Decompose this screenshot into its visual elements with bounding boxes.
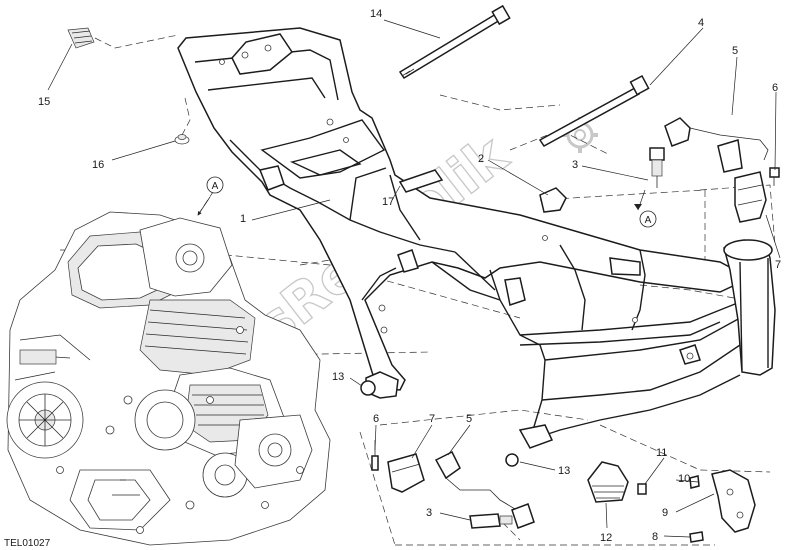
callout-numbers: 15 16 14 4 5 6 1 2 3 7 17 13 6 7 5 3 13 … — [38, 8, 781, 544]
leader-lines — [47, 19, 781, 538]
callout-14: 14 — [370, 8, 382, 20]
callout-13-left: 13 — [332, 371, 344, 383]
part-5-plug-cap — [664, 117, 769, 173]
part-12-rubber-boot — [587, 461, 629, 503]
part-7-ignition-coil — [734, 171, 767, 223]
callout-13-right: 13 — [558, 465, 570, 477]
callout-7-bottom: 7 — [429, 413, 435, 425]
part-16-grommet — [174, 134, 190, 145]
callout-2: 2 — [478, 153, 484, 165]
drawing-code: TEL01027 — [4, 538, 51, 549]
part-6-bolt-top — [769, 167, 780, 186]
callout-11: 11 — [656, 447, 667, 459]
callout-8: 8 — [652, 531, 658, 543]
frame-mounting-holes — [219, 44, 694, 360]
callout-16: 16 — [92, 159, 104, 171]
main-frame — [177, 27, 776, 449]
engine-assembly — [6, 211, 331, 546]
reference-label-right: A — [645, 215, 652, 226]
part-7-ignition-coil-lower — [387, 453, 425, 493]
reference-marker-top: A — [197, 176, 224, 216]
part-15-rubber-plug — [67, 27, 95, 49]
callout-9: 9 — [662, 507, 668, 519]
part-9-bracket — [711, 469, 756, 533]
part-14-long-bolt — [398, 4, 511, 80]
reference-label-top: A — [212, 181, 219, 192]
part-3-spark-plug — [649, 147, 665, 188]
part-3-spark-plug-lower — [469, 513, 513, 529]
part-4-long-bolt — [538, 74, 650, 147]
reference-marker-right: A — [634, 189, 657, 228]
callout-7-top: 7 — [775, 259, 781, 271]
part-8-bolt — [689, 531, 704, 543]
part-13-bushing — [360, 380, 519, 467]
callout-5-top: 5 — [732, 45, 738, 57]
part-5-plug-cap-lower — [434, 450, 535, 529]
callout-12: 12 — [600, 532, 612, 544]
callout-6-bottom: 6 — [373, 413, 379, 425]
callout-6-top: 6 — [772, 82, 778, 94]
callout-3-top: 3 — [572, 159, 578, 171]
callout-15: 15 — [38, 96, 50, 108]
callout-17: 17 — [382, 196, 394, 208]
callout-3-bottom: 3 — [426, 507, 432, 519]
callout-4: 4 — [698, 17, 704, 29]
part-17-label — [398, 169, 444, 193]
callout-5-bottom: 5 — [466, 413, 472, 425]
part-11-bolt — [637, 483, 647, 495]
engine-bolts — [56, 326, 304, 534]
callout-1: 1 — [240, 213, 246, 225]
callout-10: 10 — [678, 473, 690, 485]
